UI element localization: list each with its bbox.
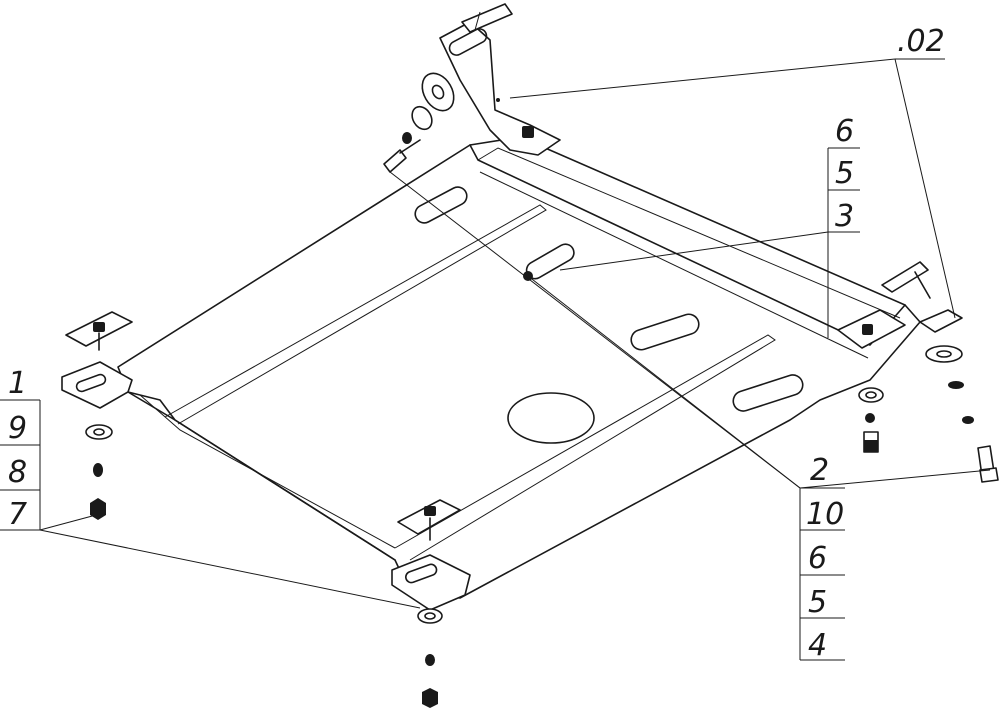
callout-bottom-2: 10 [806, 497, 844, 532]
drain-hole [507, 392, 595, 444]
skid-plate [117, 136, 921, 599]
slot-upper-left [414, 186, 468, 224]
slot-right [630, 313, 700, 351]
callout-left-3: 8 [8, 455, 27, 490]
right-bracket [837, 261, 999, 483]
callout-bottom-5: 4 [808, 628, 827, 663]
callout-right-3: 3 [835, 199, 854, 234]
leader-lines [0, 58, 991, 661]
left-clip [61, 311, 133, 520]
callout-right-2: 5 [835, 156, 854, 191]
bottom-clip [391, 499, 471, 708]
callout-bottom-1: 2 [810, 453, 829, 488]
callout-left-2: 9 [8, 411, 27, 446]
callout-bottom-3: 6 [808, 541, 827, 576]
callout-left-1: 1 [8, 366, 27, 401]
callout-bottom-4: 5 [808, 585, 827, 620]
callout-labels: .02 6 5 3 1 9 8 7 2 10 6 5 4 [8, 24, 945, 663]
callout-top-ref: .02 [897, 24, 945, 59]
callout-right-1: 6 [835, 114, 854, 149]
top-bracket [383, 3, 561, 173]
slot-lower-right [732, 374, 804, 412]
callout-left-4: 7 [8, 497, 27, 532]
